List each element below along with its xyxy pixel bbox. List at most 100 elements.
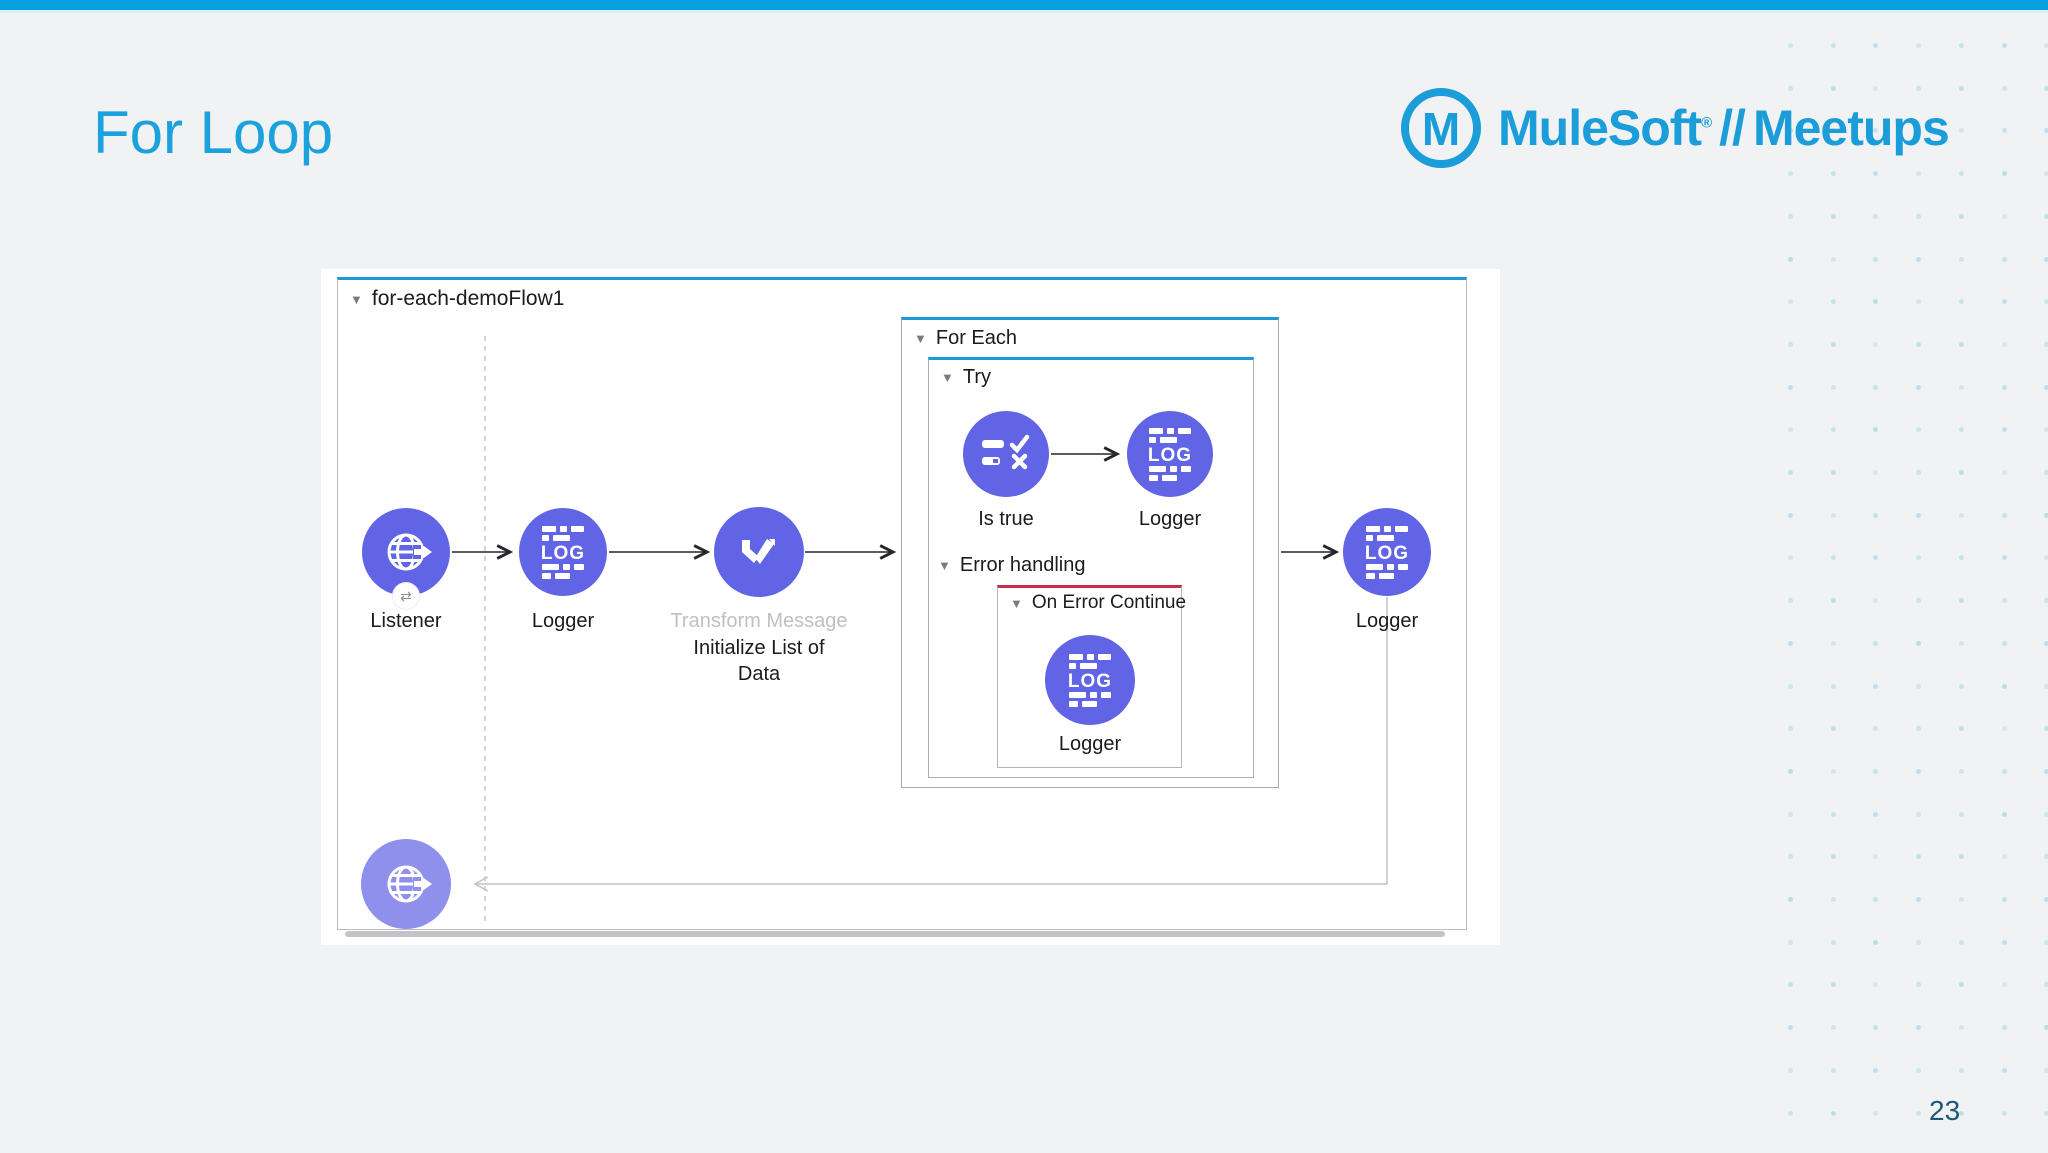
decorative-dot: [1916, 982, 1922, 988]
decorative-dot: [1958, 256, 1964, 262]
decorative-dot: [2001, 128, 2007, 134]
listener-exchange-badge: ⇄: [393, 583, 419, 609]
decorative-dot: [1788, 939, 1793, 945]
decorative-dot: [2044, 427, 2048, 433]
decorative-dot: [1830, 299, 1836, 305]
decorative-dot: [1916, 854, 1922, 860]
logger-node-4[interactable]: LOG: [1342, 507, 1432, 597]
decorative-dot: [1958, 555, 1964, 561]
log-icon: LOG: [1365, 526, 1408, 579]
decorative-dot: [2001, 1067, 2007, 1073]
return-globe-node[interactable]: [361, 839, 451, 929]
decorative-dot: [1916, 1110, 1922, 1116]
decorative-dot: [1830, 982, 1836, 988]
decorative-dot: [1788, 299, 1793, 305]
mulesoft-meetups-logo: M MuleSoft®//Meetups: [1398, 84, 1950, 172]
logo-wordmark: MuleSoft®//Meetups: [1498, 99, 1950, 157]
top-accent-glow: [0, 10, 2048, 13]
decorative-dot: [2044, 939, 2048, 945]
horizontal-scrollbar[interactable]: [345, 931, 1445, 937]
decorative-dot: [2001, 598, 2007, 604]
top-accent-bar: [0, 0, 2048, 10]
decorative-dot: [2044, 1110, 2048, 1116]
decorative-dot: [1958, 384, 1964, 390]
listener-label: Listener: [370, 610, 442, 632]
decorative-dot: [1830, 1067, 1836, 1073]
decorative-dot: [1873, 256, 1879, 262]
decorative-dot: [1788, 171, 1793, 177]
decorative-dot: [1916, 341, 1922, 347]
decorative-dot: [1916, 512, 1922, 518]
decorative-dot: [1958, 470, 1964, 475]
decorative-dot: [1958, 85, 1964, 91]
decorative-dot: [1788, 1110, 1793, 1116]
collapse-arrow-icon[interactable]: ▼: [941, 370, 954, 385]
decorative-dot: [1830, 213, 1836, 219]
decorative-dot: [1958, 1025, 1964, 1031]
decorative-dot: [2001, 341, 2007, 347]
decorative-dot: [1830, 1025, 1836, 1031]
decorative-dot: [2001, 512, 2007, 518]
decorative-dot: [2044, 299, 2048, 305]
decorative-dot: [1916, 640, 1922, 646]
decorative-dot: [1873, 128, 1879, 134]
for-each-header: ▼ For Each: [914, 327, 1017, 350]
decorative-dot: [2044, 555, 2048, 561]
decorative-dot: [1788, 640, 1793, 646]
decorative-dot: [1916, 256, 1922, 262]
logger-node-1[interactable]: LOG: [518, 507, 608, 597]
decorative-dot: [2001, 1110, 2007, 1116]
decorative-dot: [1873, 43, 1879, 48]
error-handling-header: ▼ Error handling: [938, 554, 1086, 577]
decorative-dot: [1830, 726, 1836, 732]
decorative-dot: [1873, 512, 1879, 518]
decorative-dot: [1873, 854, 1879, 860]
decorative-dot: [1916, 1025, 1922, 1031]
decorative-dot: [1958, 768, 1964, 774]
logger-node-2[interactable]: LOG: [1125, 409, 1215, 499]
decorative-dot: [1958, 598, 1964, 604]
decorative-dot: [2001, 768, 2007, 774]
decorative-dot: [1958, 43, 1964, 48]
decorative-dot: [2044, 470, 2048, 475]
decorative-dot: [1958, 897, 1964, 902]
decorative-dot: [2001, 85, 2007, 91]
decorative-dot: [1873, 939, 1879, 945]
decorative-dot: [1788, 1067, 1793, 1073]
decorative-dot: [1873, 768, 1879, 774]
decorative-dot: [1788, 1025, 1793, 1031]
decorative-dot: [1958, 939, 1964, 945]
mulesoft-monogram: M: [1422, 103, 1460, 155]
logo-product: Meetups: [1752, 100, 1950, 156]
decorative-dot: [1873, 811, 1879, 817]
decorative-dot: [1873, 982, 1879, 988]
decorative-dot: [1958, 640, 1964, 646]
transform-message-node[interactable]: [714, 507, 804, 597]
decorative-dot: [1830, 384, 1836, 390]
collapse-arrow-icon[interactable]: ▼: [350, 291, 363, 307]
listener-node[interactable]: [361, 507, 451, 597]
collapse-arrow-icon[interactable]: ▼: [914, 331, 927, 346]
decorative-dot: [1958, 982, 1964, 988]
collapse-arrow-icon[interactable]: ▼: [1010, 595, 1023, 611]
decorative-dot: [2001, 43, 2007, 48]
collapse-arrow-icon[interactable]: ▼: [938, 558, 951, 573]
decorative-dot: [2044, 683, 2048, 689]
decorative-dot: [1916, 598, 1922, 604]
decorative-dot: [1873, 598, 1879, 604]
mulesoft-logo-icon: M: [1401, 88, 1481, 168]
decorative-dot: [2044, 640, 2048, 646]
transform-message-name-line2: Data: [737, 663, 781, 685]
logger-node-3[interactable]: LOG: [1045, 635, 1135, 725]
slide-title: For Loop: [93, 99, 334, 166]
is-true-node[interactable]: [961, 409, 1051, 499]
decorative-dot: [1916, 171, 1922, 177]
decorative-dot: [1830, 256, 1836, 262]
decorative-dot: [2001, 897, 2007, 902]
decorative-dot: [1873, 726, 1879, 732]
decorative-dot: [2001, 256, 2007, 262]
decorative-dot: [2044, 341, 2048, 347]
decorative-dot: [1788, 85, 1793, 91]
decorative-dot: [1830, 939, 1836, 945]
